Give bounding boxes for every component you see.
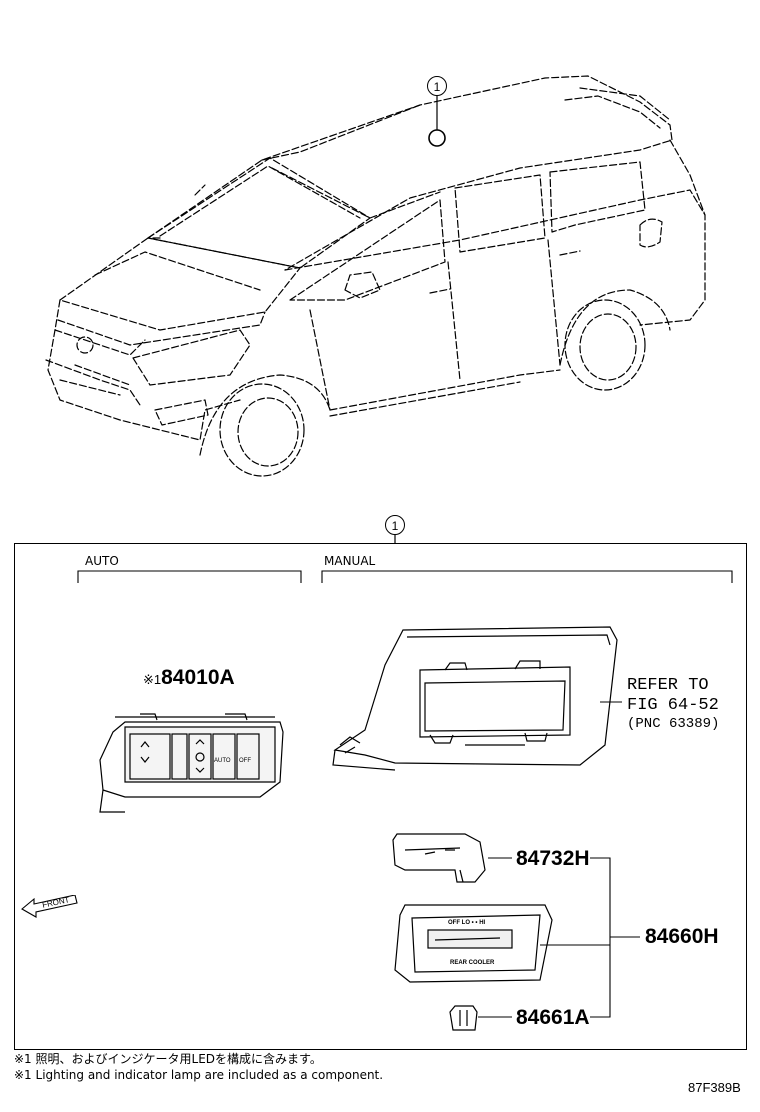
vehicle-illustration bbox=[45, 75, 706, 477]
part-number-84732H: 84732H bbox=[516, 847, 590, 870]
roof-leader bbox=[428, 96, 446, 147]
manual-console-panel bbox=[332, 626, 618, 771]
section-auto-label: AUTO bbox=[85, 554, 119, 568]
box-callout-leader bbox=[394, 535, 396, 543]
part-number-84660H: 84660H bbox=[645, 925, 719, 948]
footnote-jp: ※1 照明、およびインジケータ用LEDを構成に含みます。 bbox=[14, 1052, 322, 1066]
refer-line-1: REFER TO bbox=[627, 676, 709, 695]
off-button-label: OFF bbox=[239, 758, 251, 764]
auto-climate-switch bbox=[99, 713, 284, 813]
note-mark: ※1 bbox=[143, 672, 162, 687]
figure-code: 87F389B bbox=[688, 1080, 741, 1095]
part-84660H-drawing bbox=[394, 904, 553, 983]
section-manual-label: MANUAL bbox=[324, 554, 376, 568]
cooler-top-label: OFF LO • • HI bbox=[448, 920, 486, 926]
refer-line-2: FIG 64-52 bbox=[627, 696, 719, 715]
callout-1-vehicle: 1 bbox=[427, 76, 447, 96]
part-84661A-drawing bbox=[449, 1005, 478, 1031]
part-84010A: ※184010A bbox=[143, 666, 235, 690]
callout-1-box: 1 bbox=[385, 515, 405, 535]
section-brackets bbox=[77, 570, 733, 583]
refer-line-3: (PNC 63389) bbox=[627, 716, 720, 732]
parts-frame bbox=[14, 543, 747, 1050]
part-number-84661A: 84661A bbox=[516, 1006, 590, 1029]
auto-button-label: AUTO bbox=[214, 758, 231, 764]
footnote-en: ※1 Lighting and indicator lamp are inclu… bbox=[14, 1068, 384, 1082]
cooler-bottom-label: REAR COOLER bbox=[450, 960, 495, 966]
part-number-84010A: 84010A bbox=[161, 666, 235, 689]
front-arrow-icon bbox=[21, 895, 78, 918]
refer-leader bbox=[600, 701, 622, 703]
part-84732H-drawing bbox=[392, 833, 486, 883]
